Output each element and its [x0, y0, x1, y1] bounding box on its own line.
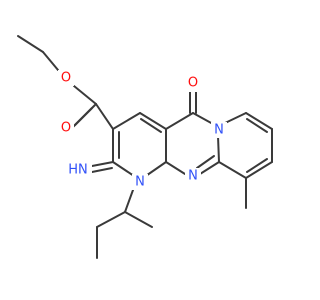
bond: [165, 112, 194, 130]
bond: [124, 189, 134, 213]
amine-nitrogen-label: N: [135, 175, 145, 190]
bond: [72, 107, 93, 128]
bond: [96, 211, 126, 228]
bond: [218, 161, 247, 179]
bond: [95, 103, 114, 130]
bond: [246, 158, 268, 173]
bond: [139, 112, 167, 130]
ester-carbonyl-oxygen-label: O: [61, 121, 71, 136]
bond: [246, 118, 268, 133]
imine-label: HN: [68, 163, 88, 178]
atom-label-layer: O O O N N N HN: [58, 70, 227, 190]
bond: [91, 167, 113, 173]
bond: [245, 161, 273, 179]
bond: [140, 118, 162, 133]
ring-nitrogen-label: N: [188, 169, 198, 184]
fused-nitrogen-label: N: [214, 123, 224, 138]
bond: [91, 161, 114, 167]
bond: [112, 112, 141, 130]
bond: [165, 161, 186, 175]
bond: [17, 35, 44, 53]
bond: [124, 211, 153, 228]
bond-layer: [17, 35, 273, 259]
bond: [42, 51, 59, 71]
molecule-structure-diagram: O O O N N N HN: [17, 35, 273, 259]
bond: [73, 85, 97, 105]
bond: [245, 112, 273, 130]
bond: [199, 161, 220, 175]
bond: [192, 112, 214, 125]
bond: [217, 135, 220, 163]
ester-oxygen-label: O: [61, 71, 71, 86]
bond: [196, 155, 215, 169]
ketone-oxygen-label: O: [188, 76, 198, 91]
